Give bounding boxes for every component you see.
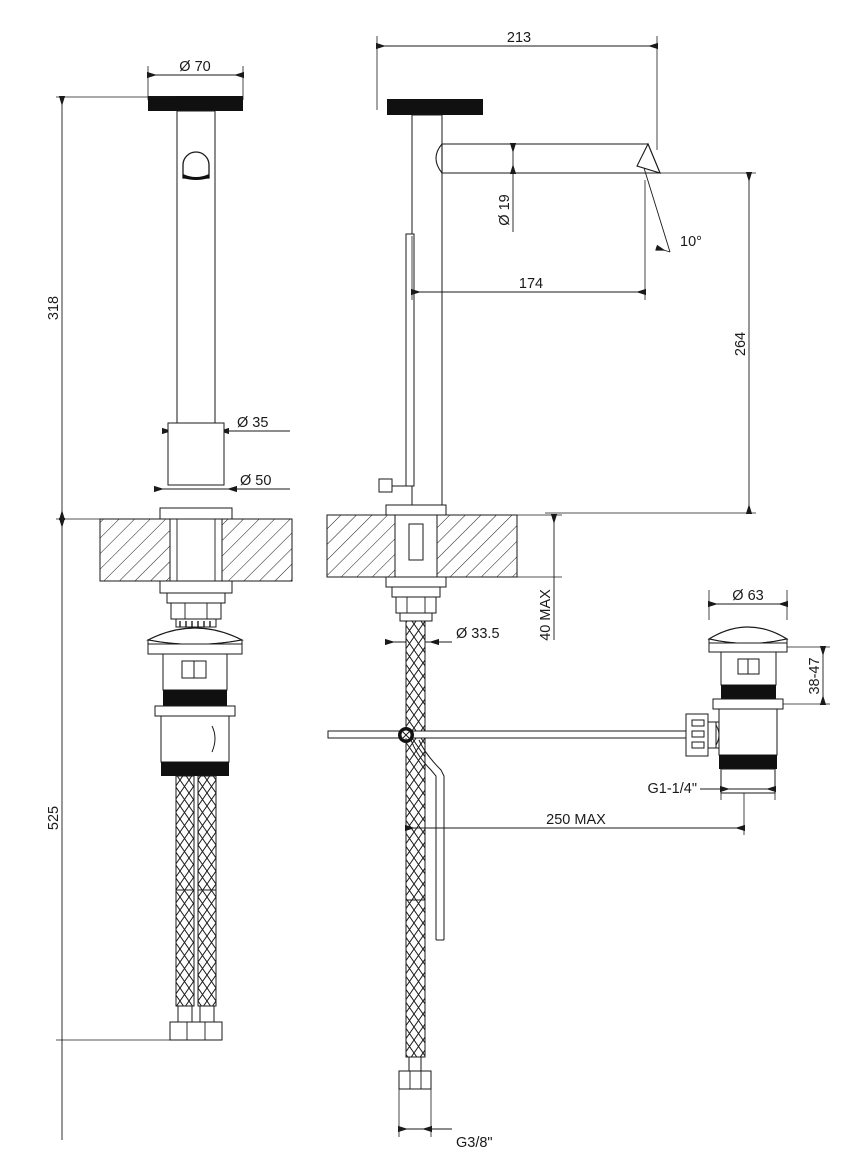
dim-label-body-diameter: Ø 35 [237, 415, 268, 431]
dim-label-base-diameter: Ø 50 [240, 473, 271, 489]
dim-heights-left: 318 525 [46, 96, 175, 1140]
front-waste-barrel [160, 715, 230, 776]
dim-label-40max: 40 MAX [538, 589, 554, 641]
dim-label-g114: G1-1/4" [648, 781, 697, 797]
dim-waste-thread: G1-1/4" [648, 781, 776, 800]
waste-body [712, 651, 784, 710]
dim-label-19: Ø 19 [497, 194, 513, 225]
front-cap [148, 96, 243, 111]
waste-cap [707, 626, 789, 653]
dim-spout-angle: 10° [643, 167, 702, 253]
waste-barrel [685, 708, 778, 794]
dim-spout-reach-effective: 174 [411, 180, 646, 300]
side-counter-slab [326, 514, 518, 578]
dim-label-63: Ø 63 [732, 588, 763, 604]
waste-detail-view: Ø 63 38-47 [648, 588, 830, 800]
front-waste-cap [146, 627, 244, 655]
dim-waste-cap-diameter: Ø 63 [708, 588, 788, 620]
side-lever-handle [378, 233, 415, 493]
dim-label-cap-diameter: Ø 70 [179, 59, 210, 75]
dim-cap-diameter: Ø 70 [147, 59, 244, 100]
front-lever-handle [182, 151, 210, 180]
dim-base-diameter: Ø 50 [154, 473, 290, 493]
dim-supply-thread: G3/8" [398, 1089, 493, 1151]
dim-spout-reach-total: 213 [376, 30, 658, 150]
dim-deck-thickness: 40 MAX [517, 514, 562, 641]
dim-spout-diameter: Ø 19 [497, 143, 517, 232]
dim-label-264: 264 [733, 332, 749, 356]
side-cap [387, 99, 483, 115]
side-spout [435, 142, 661, 174]
dim-spout-height: 264 [545, 172, 756, 514]
side-view: 213 Ø 19 10° [326, 30, 756, 1151]
dim-label-height-318: 318 [46, 296, 62, 320]
front-waste-body [154, 653, 236, 717]
front-counter-slab [99, 518, 293, 582]
dim-label-3847: 38-47 [807, 657, 823, 694]
dim-label-height-525: 525 [46, 806, 62, 830]
side-deck-flange [385, 504, 447, 516]
front-supply-hoses [169, 775, 223, 1041]
front-base-sleeve [167, 422, 225, 486]
dim-label-33p5: Ø 33.5 [456, 626, 500, 642]
front-mounting-hardware [159, 580, 233, 628]
dim-label-250max: 250 MAX [546, 812, 606, 828]
front-view: Ø 70 Ø 35 Ø 50 [99, 59, 293, 1041]
dim-waste-adjust: 38-47 [783, 646, 830, 705]
dim-rod-reach: 250 MAX [405, 738, 745, 835]
dim-label-174: 174 [519, 276, 543, 292]
dim-label-213: 213 [507, 30, 531, 46]
dim-label-g38: G3/8" [456, 1135, 493, 1151]
side-mounting-hardware [385, 576, 447, 622]
dim-label-angle: 10° [680, 234, 702, 250]
front-deck-flange [159, 507, 233, 520]
side-body-column [411, 114, 443, 514]
